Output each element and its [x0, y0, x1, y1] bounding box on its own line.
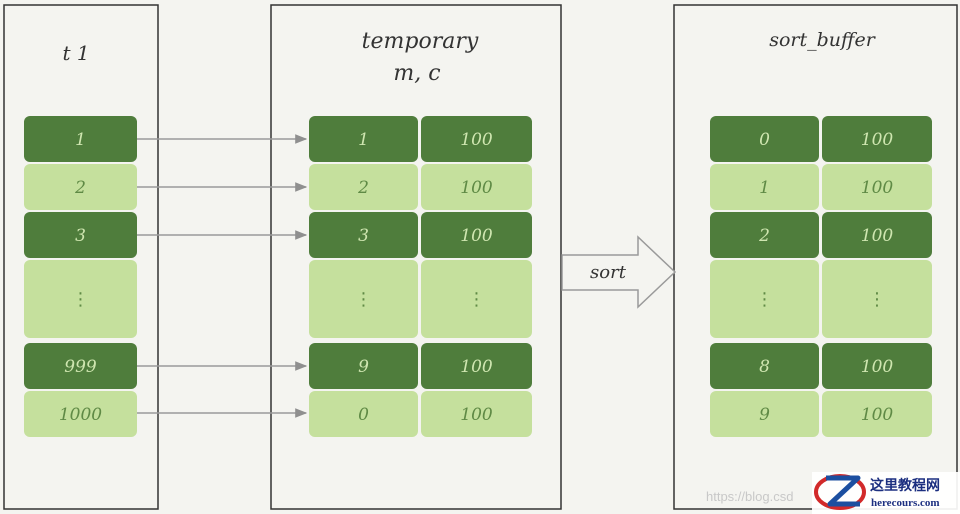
sort-buffer-key-cell-1: 1 [759, 178, 770, 198]
sort-buffer-key-cell-0: 0 [759, 130, 770, 150]
sort-buffer-key-cell-2-bg [710, 212, 819, 258]
temporary-c-cell-4-bg [421, 343, 532, 389]
temporary-m-cell-3: ⋮ [355, 289, 373, 310]
sort-buffer-value-cell-2: 100 [861, 226, 894, 246]
sort-buffer-key-cell-5-bg [710, 391, 819, 437]
sort-buffer-key-cell-4: 8 [759, 357, 770, 377]
temporary-m-cell-1: 2 [357, 178, 369, 198]
temporary-c-cell-2: 100 [460, 226, 493, 246]
temporary-m-cell-4-bg [309, 343, 418, 389]
t1-cell-0-bg [24, 116, 137, 162]
temporary-m-cell-4: 9 [358, 357, 369, 377]
t1-cell-3: ⋮ [72, 289, 90, 310]
sort-buffer-value-cell-1: 100 [861, 178, 894, 198]
temporary-c-cell-0: 100 [460, 130, 493, 150]
logo-domain-text: herecours.com [871, 497, 940, 509]
logo-icon [814, 474, 866, 510]
temporary-c-cell-5: 100 [460, 405, 493, 425]
temporary-m-cell-5-bg [309, 391, 418, 437]
t1-cell-1-bg [24, 164, 137, 210]
temporary-c-cell-3: ⋮ [468, 289, 486, 310]
temporary-m-cell-3-bg [309, 260, 418, 338]
sort-buffer-value-cell-4-bg [822, 343, 932, 389]
t1-cell-0: 1 [75, 130, 86, 150]
temporary-m-cell-0: 1 [358, 130, 369, 150]
t1-cell-5: 1000 [59, 405, 102, 425]
sort-buffer-key-cell-1-bg [710, 164, 819, 210]
temporary-c-cell-5-bg [421, 391, 532, 437]
t1-cell-2: 3 [75, 226, 86, 246]
sort-buffer-value-cell-3-bg [822, 260, 932, 338]
temporary-title: temporary [362, 29, 479, 54]
sort-buffer-title: sort_buffer [769, 29, 877, 51]
t1-cell-5-bg [24, 391, 137, 437]
temporary-c-cell-1: 100 [460, 178, 493, 198]
temporary-m-cell-2-bg [309, 212, 418, 258]
sort-buffer-value-cell-1-bg [822, 164, 932, 210]
temporary-columns: m, c [393, 61, 440, 86]
sort-buffer-key-cell-4-bg [710, 343, 819, 389]
sort-buffer-value-cell-2-bg [822, 212, 932, 258]
logo-chinese-text: 这里教程网 [870, 477, 940, 494]
sort-buffer-key-cell-3: ⋮ [756, 289, 774, 310]
sort-buffer-key-cell-3-bg [710, 260, 819, 338]
temporary-m-cell-5: 0 [358, 405, 369, 425]
t1-cell-4-bg [24, 343, 137, 389]
t1-title: t 1 [62, 41, 89, 65]
sort-buffer-value-cell-0: 100 [861, 130, 894, 150]
t1-cell-3-bg [24, 260, 137, 338]
sort-buffer-value-cell-4: 100 [861, 357, 894, 377]
sort-arrow [561, 235, 677, 309]
connector-arrows [137, 134, 308, 418]
temporary-c-cell-1-bg [421, 164, 532, 210]
temporary-m-cell-0-bg [309, 116, 418, 162]
t1-cell-1: 2 [74, 178, 86, 198]
site-logo: 这里教程网 herecours.com [812, 472, 960, 514]
sort-buffer-value-cell-5: 100 [861, 405, 894, 425]
t1-cell-2-bg [24, 212, 137, 258]
temporary-c-cell-0-bg [421, 116, 532, 162]
watermark-text: https://blog.csd [706, 489, 793, 504]
sort-arrow-label: sort [590, 262, 627, 283]
sort-buffer-key-cell-0-bg [710, 116, 819, 162]
temporary-m-cell-2: 3 [358, 226, 369, 246]
sort-buffer-key-cell-2: 2 [758, 226, 770, 246]
sort-buffer-value-cell-0-bg [822, 116, 932, 162]
temporary-m-cell-1-bg [309, 164, 418, 210]
temporary-c-cell-2-bg [421, 212, 532, 258]
sort-buffer-key-cell-5: 9 [759, 405, 770, 425]
sort-buffer-value-cell-5-bg [822, 391, 932, 437]
temporary-c-cell-4: 100 [460, 357, 493, 377]
sort-buffer-value-cell-3: ⋮ [868, 289, 886, 310]
t1-cell-4: 999 [64, 357, 97, 377]
temporary-c-cell-3-bg [421, 260, 532, 338]
